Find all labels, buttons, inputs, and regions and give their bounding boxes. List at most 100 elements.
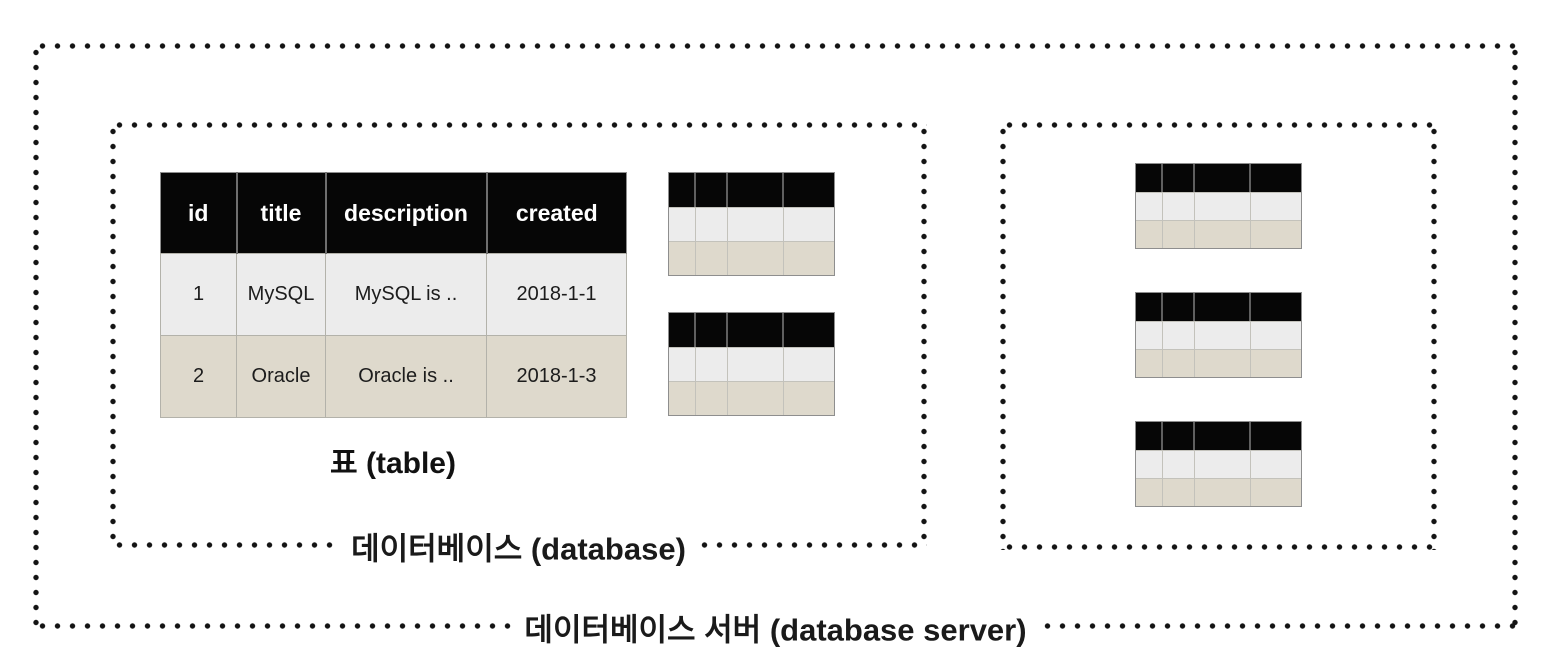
mini-table-row: [1136, 478, 1301, 506]
mini-table-cell: [1251, 293, 1301, 321]
mini-table-cell: [1136, 349, 1164, 377]
database-box-label: 데이터베이스 (database): [339, 523, 698, 569]
mini-table-row: [1136, 192, 1301, 220]
mini-table-cell: [784, 207, 834, 241]
mini-table-row: [669, 313, 834, 347]
mini-table-row: [669, 347, 834, 381]
mini-table-cell: [1251, 478, 1301, 506]
mini-table-cell: [727, 207, 785, 241]
mini-table-cell: [1194, 349, 1252, 377]
column-header-created: created: [486, 172, 627, 254]
example-table: id title description created 1 MySQL MyS…: [160, 172, 627, 418]
cell-id: 2: [160, 335, 237, 418]
column-header-title: title: [236, 172, 327, 254]
mini-table-cell: [1251, 349, 1301, 377]
mini-table-cell: [696, 381, 728, 415]
mini-table-row: [669, 207, 834, 241]
table-row: 1 MySQL MySQL is .. 2018-1-1: [160, 253, 627, 336]
mini-table-row: [1136, 422, 1301, 450]
dotted-border: [110, 122, 927, 128]
database-server-label: 데이터베이스 서버 (database server): [512, 604, 1039, 650]
mini-table-cell: [1194, 220, 1252, 248]
mini-table-row: [1136, 164, 1301, 192]
database-server-box: id title description created 1 MySQL MyS…: [33, 43, 1518, 650]
mini-table-row: [1136, 349, 1301, 377]
cell-id: 1: [160, 253, 237, 336]
mini-table-cell: [1251, 164, 1301, 192]
mini-table-row: [669, 173, 834, 207]
mini-table-cell: [669, 347, 697, 381]
mini-table-cell: [1136, 192, 1164, 220]
cell-description: Oracle is ..: [325, 335, 487, 418]
mini-table: [1135, 292, 1302, 378]
mini-table-cell: [784, 241, 834, 275]
mini-table-cell: [1194, 164, 1252, 192]
cell-title: MySQL: [236, 253, 326, 336]
dotted-border: [1000, 544, 1437, 550]
mini-table-cell: [784, 173, 834, 207]
mini-table-row: [1136, 293, 1301, 321]
mini-table: [668, 312, 835, 416]
mini-table-row: [669, 381, 834, 415]
mini-table-cell: [696, 241, 728, 275]
mini-table: [1135, 421, 1302, 507]
table-header-row: id title description created: [160, 172, 627, 254]
mini-table: [1135, 163, 1302, 249]
second-database-box: [1000, 122, 1437, 550]
mini-table-cell: [669, 241, 697, 275]
mini-table-cell: [1136, 293, 1164, 321]
mini-table-group: [1135, 163, 1302, 507]
dotted-border: [1512, 43, 1518, 629]
mini-table-cell: [1163, 450, 1195, 478]
mini-table-cell: [1136, 422, 1164, 450]
mini-table-cell: [696, 347, 728, 381]
dotted-border: [921, 122, 927, 548]
example-table-block: id title description created 1 MySQL MyS…: [160, 172, 627, 482]
dotted-border: [1431, 122, 1437, 550]
mini-table-cell: [669, 313, 697, 347]
mini-table-cell: [727, 241, 785, 275]
mini-table-cell: [1251, 450, 1301, 478]
cell-created: 2018-1-1: [486, 253, 627, 336]
mini-table-cell: [1136, 220, 1164, 248]
table-caption: 표 (table): [330, 447, 456, 480]
mini-table-cell: [1251, 422, 1301, 450]
mini-table-cell: [1251, 192, 1301, 220]
mini-table-cell: [1194, 293, 1252, 321]
column-header-id: id: [160, 172, 238, 254]
mini-table-cell: [1136, 450, 1164, 478]
mini-table-row: [669, 241, 834, 275]
mini-table-group: [668, 172, 835, 416]
mini-table-cell: [1251, 220, 1301, 248]
mini-table-cell: [1163, 349, 1195, 377]
mini-table-cell: [1163, 220, 1195, 248]
mini-table: [668, 172, 835, 276]
mini-table-cell: [1136, 321, 1164, 349]
database-box: id title description created 1 MySQL MyS…: [110, 122, 927, 569]
mini-table-cell: [784, 313, 834, 347]
mini-table-cell: [1163, 192, 1195, 220]
mini-table-row: [1136, 220, 1301, 248]
mini-table-cell: [784, 381, 834, 415]
cell-description: MySQL is ..: [325, 253, 487, 336]
mini-table-cell: [696, 313, 728, 347]
mini-table-row: [1136, 450, 1301, 478]
mini-table-cell: [696, 207, 728, 241]
mini-table-cell: [727, 313, 785, 347]
mini-table-cell: [669, 207, 697, 241]
mini-table-cell: [727, 347, 785, 381]
dotted-border: [110, 122, 116, 548]
table-row: 2 Oracle Oracle is .. 2018-1-3: [160, 335, 627, 418]
mini-table-cell: [1163, 422, 1195, 450]
dotted-border: [1000, 122, 1006, 550]
mini-table-cell: [669, 381, 697, 415]
mini-table-cell: [1194, 321, 1252, 349]
mini-table-cell: [1136, 478, 1164, 506]
cell-title: Oracle: [236, 335, 326, 418]
mini-table-cell: [1194, 422, 1252, 450]
dotted-border: [33, 43, 39, 629]
mini-table-cell: [1163, 164, 1195, 192]
mini-table-cell: [727, 381, 785, 415]
dotted-border: [1000, 122, 1437, 128]
